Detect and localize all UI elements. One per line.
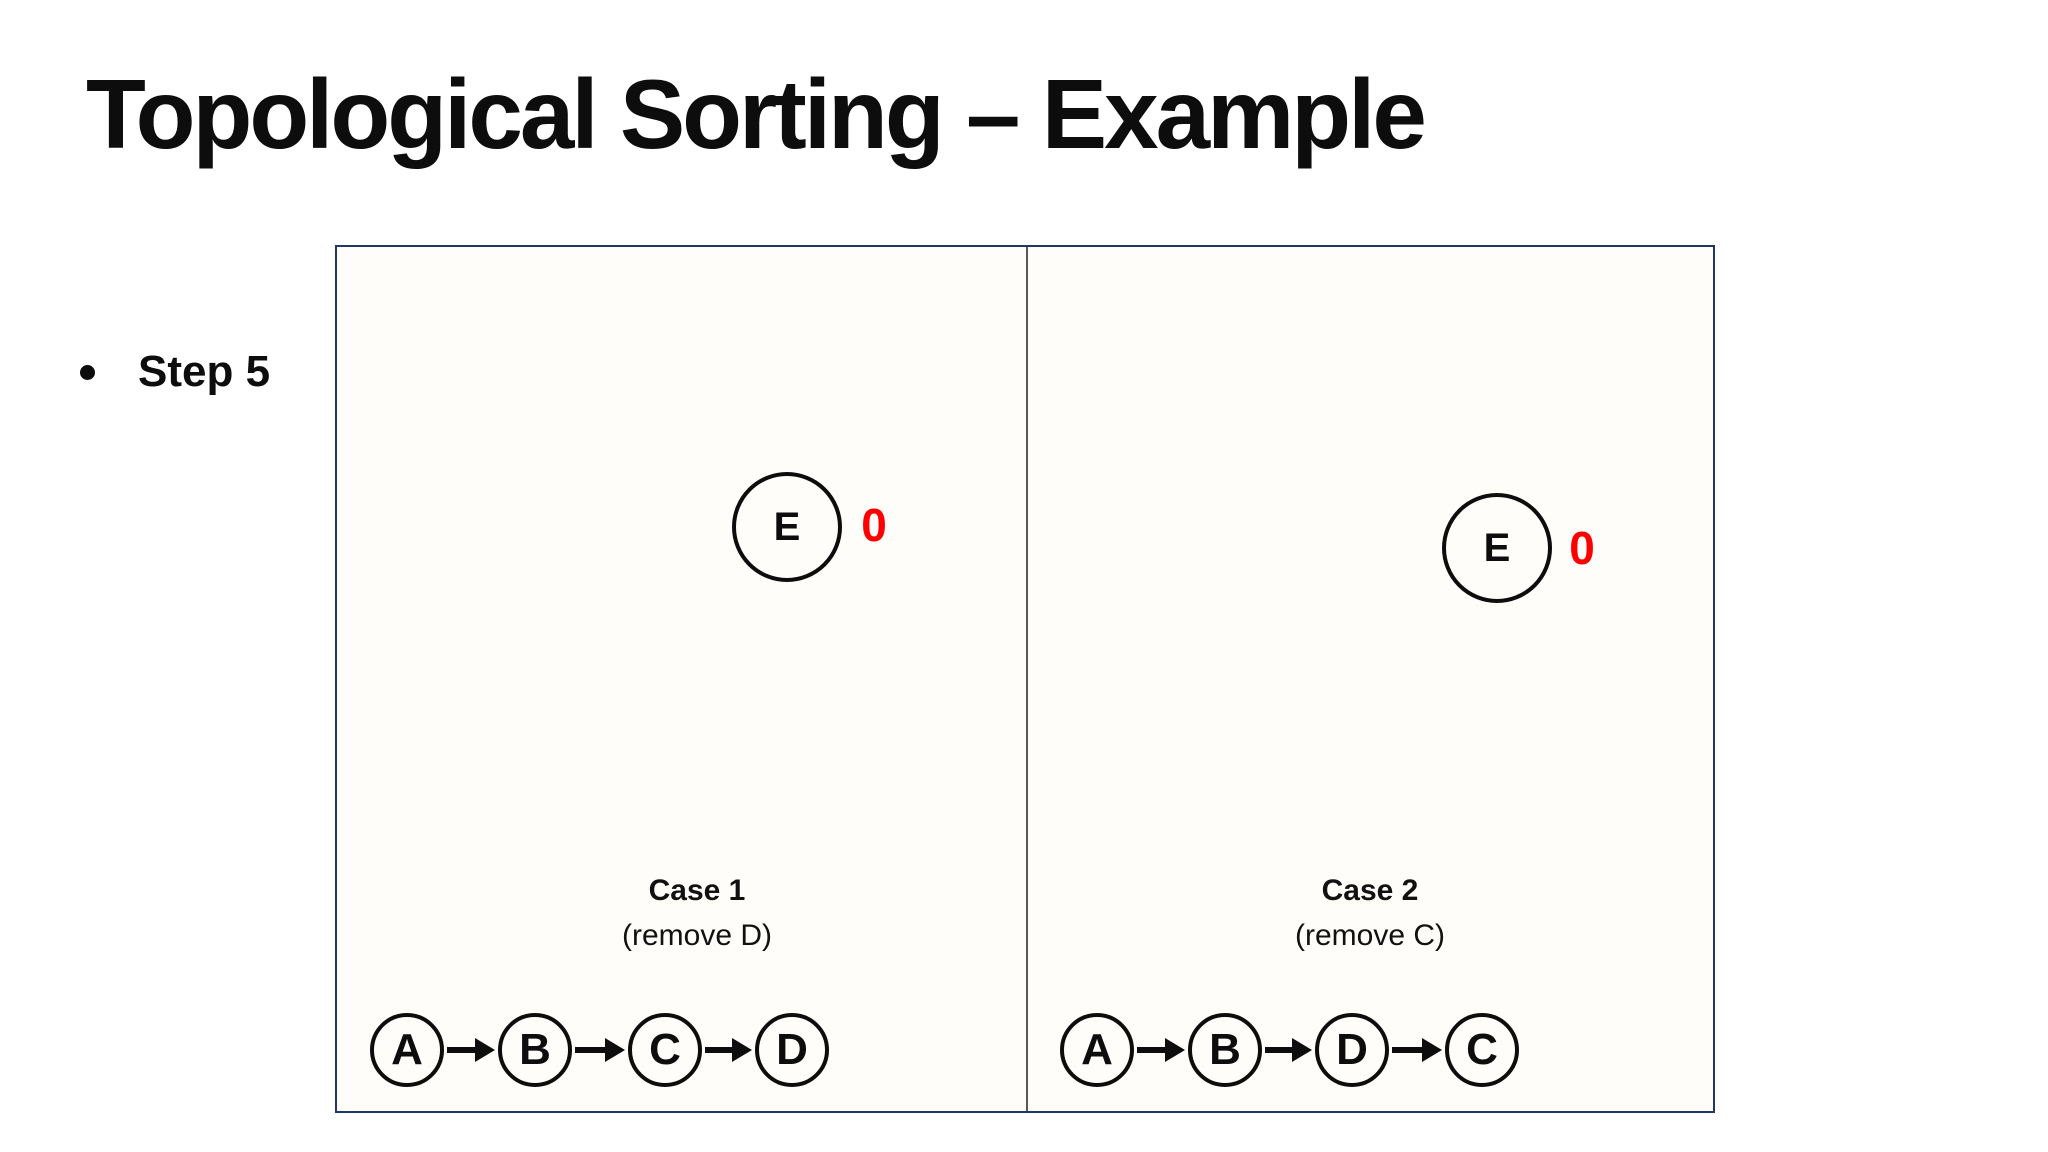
- case-1-chain-node-b: B: [498, 1013, 572, 1087]
- case-1-arrow-a-b: [447, 1047, 475, 1053]
- case-1-node-e: E: [732, 472, 842, 582]
- case-2-label: Case 2 (remove C): [1295, 868, 1445, 958]
- case-2-arrow-b-d: [1265, 1047, 1292, 1053]
- case-2-arrow-d-c: [1392, 1047, 1422, 1053]
- case-2-chain-node-c: C: [1445, 1013, 1519, 1087]
- case-2-chain-node-a: A: [1060, 1013, 1134, 1087]
- slide-title: Topological Sorting – Example: [86, 59, 1427, 169]
- case-1-indegree-value: 0: [861, 499, 887, 551]
- cases-panel: [335, 245, 1715, 1113]
- bullet-item-step: Step 5: [80, 350, 270, 394]
- step-label: Step 5: [138, 347, 271, 396]
- case-2-arrow-a-b: [1137, 1047, 1165, 1053]
- case-2-chain-node-b: B: [1188, 1013, 1262, 1087]
- case-2-chain-node-d: D: [1315, 1013, 1389, 1087]
- case-1-label: Case 1 (remove D): [622, 868, 772, 958]
- case-1-name: Case 1: [648, 874, 746, 907]
- case-1-arrow-b-c: [575, 1047, 605, 1053]
- case-2-name: Case 2: [1321, 874, 1419, 907]
- case-1-subtitle: (remove D): [621, 919, 773, 952]
- bullet-icon: [80, 364, 95, 380]
- case-1-chain-node-a: A: [370, 1013, 444, 1087]
- panel-divider: [1026, 247, 1028, 1111]
- case-1-arrow-c-d: [705, 1047, 732, 1053]
- case-2-subtitle: (remove C): [1294, 919, 1446, 952]
- case-1-chain-node-d: D: [755, 1013, 829, 1087]
- case-2-indegree-value: 0: [1569, 522, 1595, 574]
- case-1-chain-node-c: C: [628, 1013, 702, 1087]
- case-2-node-e: E: [1442, 493, 1552, 603]
